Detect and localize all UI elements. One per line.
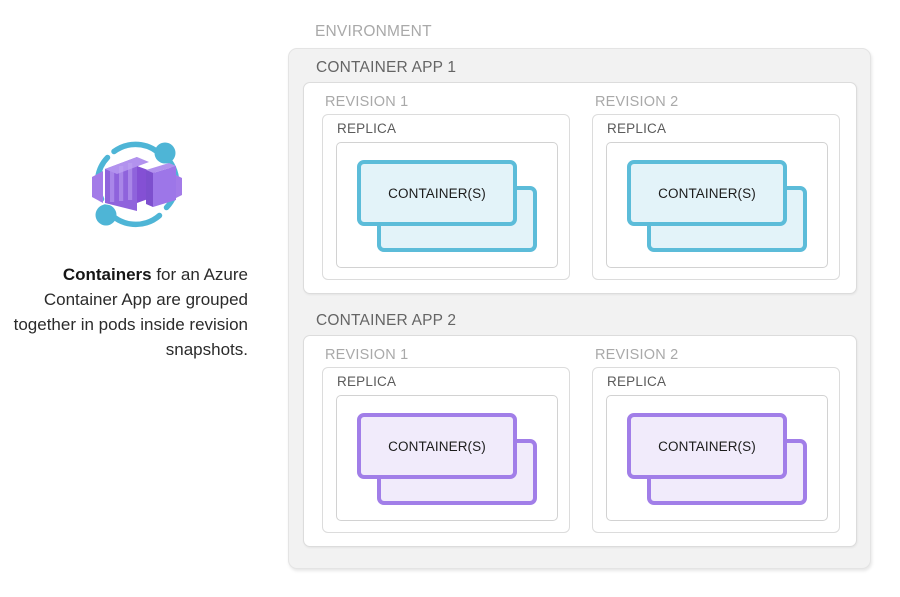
replica-label-1-1: REPLICA [337,121,397,136]
replica-label-1-2: REPLICA [607,121,667,136]
revision-box-1-2: REPLICA CONTAINER(S) [592,114,840,280]
replica-label-2-1: REPLICA [337,374,397,389]
container-label-1-2: CONTAINER(S) [658,185,756,201]
container-stack-2-1: CONTAINER(S) [357,413,537,505]
revision-block-1-1: REVISION 1 REPLICA CONTAINER(S) [322,94,570,284]
container-card-front: CONTAINER(S) [627,160,787,226]
container-stack-1-1: CONTAINER(S) [357,160,537,252]
replica-label-2-2: REPLICA [607,374,667,389]
replica-box-1-2: CONTAINER(S) [606,142,828,268]
revision-label-2-2: REVISION 2 [595,347,679,363]
container-label-1-1: CONTAINER(S) [388,185,486,201]
azure-container-apps-icon [0,130,270,240]
container-label-2-1: CONTAINER(S) [388,438,486,454]
container-app-box-2: REVISION 1 REPLICA CONTAINER(S) [303,335,857,547]
container-app-label-2: CONTAINER APP 2 [316,312,457,329]
revision-label-1-2: REVISION 2 [595,94,679,110]
caption-bold-lead: Containers [62,265,152,284]
revision-block-1-2: REVISION 2 REPLICA CONTAINER(S) [592,94,840,284]
caption-text: Containers for an Azure Container App ar… [0,262,270,362]
environment-box: CONTAINER APP 1 REVISION 1 REPLICA CONTA… [288,48,871,569]
revision-box-1-1: REPLICA CONTAINER(S) [322,114,570,280]
environment-label: ENVIRONMENT [315,23,432,40]
container-app-box-1: REVISION 1 REPLICA CONTAINER(S) [303,82,857,294]
revision-block-2-2: REVISION 2 REPLICA CONTAINER(S) [592,347,840,537]
revision-label-2-1: REVISION 1 [325,347,409,363]
replica-box-2-1: CONTAINER(S) [336,395,558,521]
container-card-front: CONTAINER(S) [627,413,787,479]
container-app-block-2: CONTAINER APP 2 REVISION 1 REPLICA CONTA… [303,312,857,554]
container-stack-2-2: CONTAINER(S) [627,413,807,505]
left-caption-panel: Containers for an Azure Container App ar… [0,130,270,362]
revision-box-2-2: REPLICA CONTAINER(S) [592,367,840,533]
caption-rest: for an Azure Container App are grouped t… [13,265,248,359]
revision-box-2-1: REPLICA CONTAINER(S) [322,367,570,533]
container-stack-1-2: CONTAINER(S) [627,160,807,252]
container-label-2-2: CONTAINER(S) [658,438,756,454]
container-app-label-1: CONTAINER APP 1 [316,59,457,76]
revision-label-1-1: REVISION 1 [325,94,409,110]
replica-box-1-1: CONTAINER(S) [336,142,558,268]
replica-box-2-2: CONTAINER(S) [606,395,828,521]
container-card-front: CONTAINER(S) [357,160,517,226]
container-app-block-1: CONTAINER APP 1 REVISION 1 REPLICA CONTA… [303,59,857,301]
revision-block-2-1: REVISION 1 REPLICA CONTAINER(S) [322,347,570,537]
container-card-front: CONTAINER(S) [357,413,517,479]
